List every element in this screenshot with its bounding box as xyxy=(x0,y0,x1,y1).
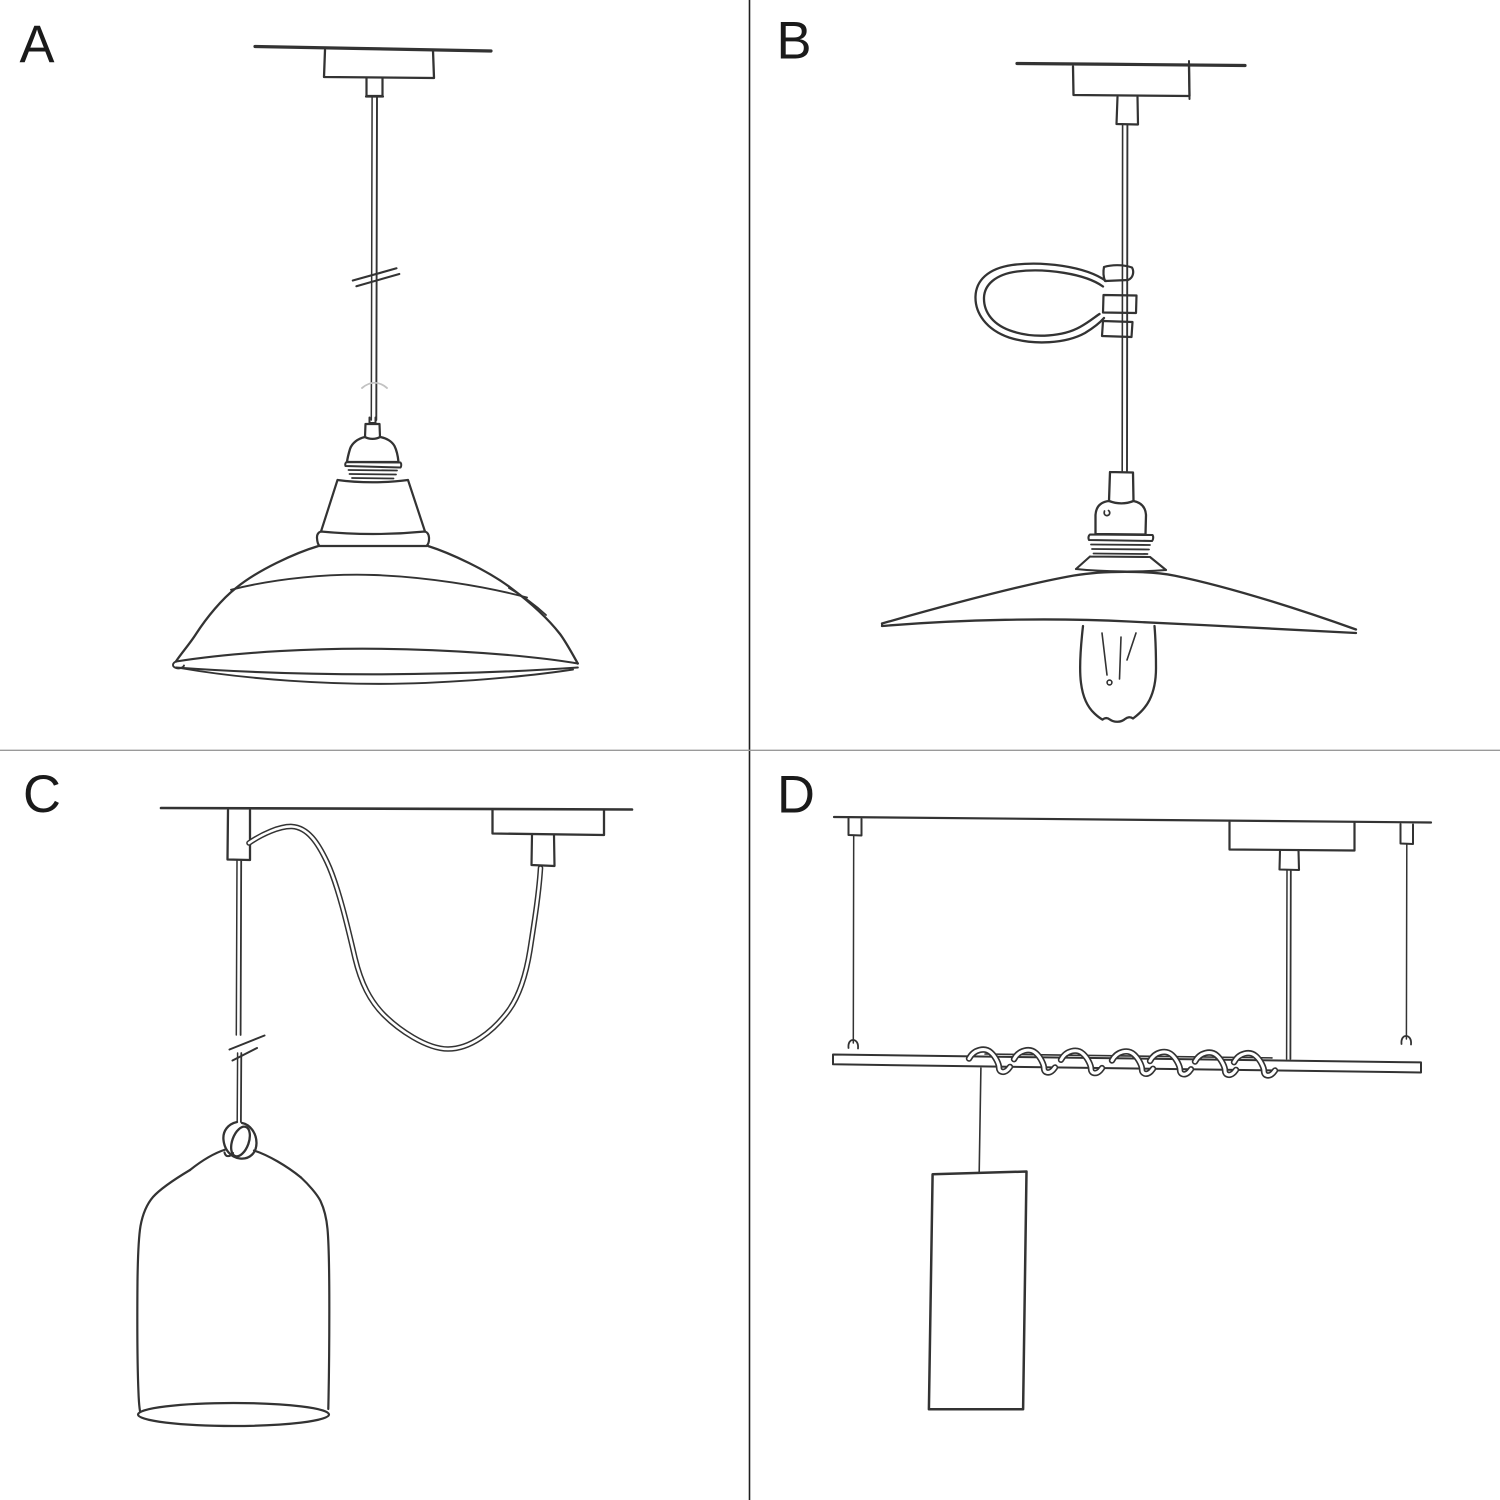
svg-text:A: A xyxy=(20,15,55,74)
svg-text:C: C xyxy=(23,765,61,824)
svg-text:B: B xyxy=(777,12,812,71)
svg-text:D: D xyxy=(777,766,815,825)
